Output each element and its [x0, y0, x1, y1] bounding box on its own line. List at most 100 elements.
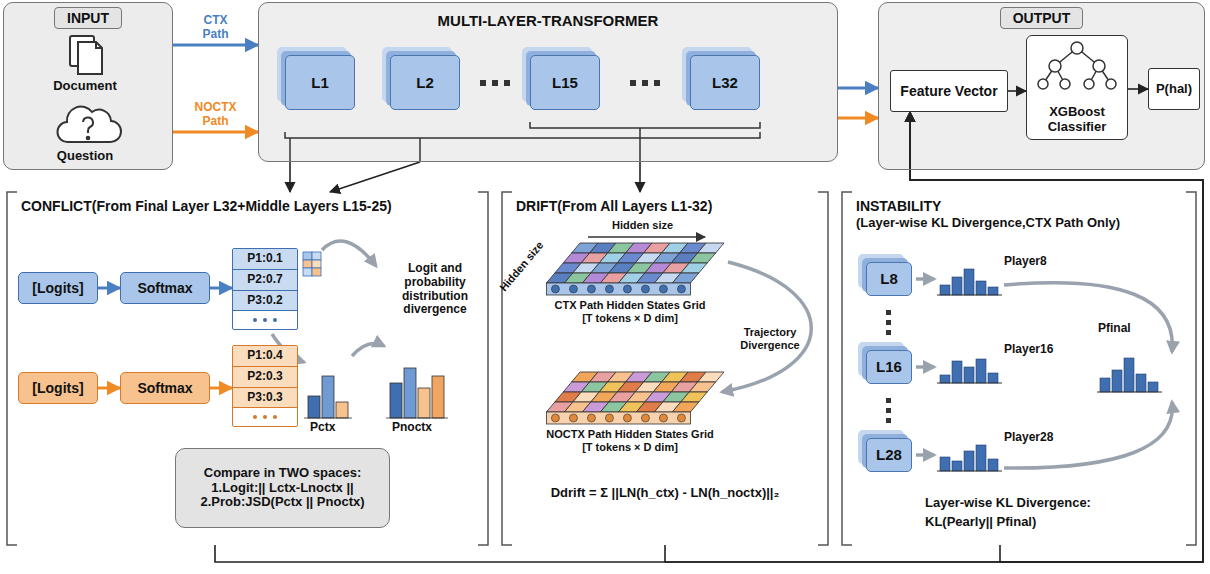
node-text: INSTABILITY	[856, 198, 941, 214]
softmax-box: Softmax	[120, 372, 210, 404]
node-text: 2.Prob:JSD(Pctx || Pnoctx)	[200, 495, 364, 510]
table-dots	[253, 415, 277, 419]
connector-arrow	[1008, 90, 1026, 92]
prob-table: P1:0.1P2:0.7P3:0.2	[232, 248, 298, 330]
annotation-label: [T tokens × D dim]	[582, 312, 678, 325]
question-icon	[57, 107, 121, 142]
section-bracket	[7, 192, 1196, 545]
connector-arrow	[210, 387, 232, 390]
node-text: L1	[311, 74, 329, 91]
connector-arrow	[1128, 88, 1148, 90]
document-icon	[70, 36, 102, 74]
connector-arrow	[98, 287, 120, 290]
edge-label: NOCTX Path	[191, 101, 241, 129]
node-text: MULTI-LAYER-TRANSFORMER	[438, 12, 659, 29]
edge-label: CTX Path	[191, 14, 241, 42]
node-text: (Layer-wise KL Divergence,CTX Path Only)	[856, 216, 1120, 231]
annotation-label: Hidden size	[498, 239, 547, 294]
connector-arrow	[173, 44, 258, 47]
size-arrow	[588, 236, 705, 238]
logits-box: [Logits]	[18, 372, 98, 404]
node-text: P3:0.2	[233, 291, 297, 312]
node-text: Document	[53, 79, 117, 94]
node-text: Softmax	[137, 380, 192, 396]
connector-arrow	[173, 131, 258, 134]
node-text: XGBoost Classifier	[1031, 105, 1123, 135]
small-arrow	[916, 279, 934, 455]
connector-arrow	[838, 117, 878, 120]
node-text: Question	[57, 149, 113, 164]
node-text: P2:0.3	[233, 367, 297, 388]
node-text: CONFLICT(From Final Layer L32+Middle Lay…	[21, 198, 392, 214]
compare-box: Compare in TWO spaces:1.Logit:|| Lctx-Ln…	[175, 448, 390, 528]
mini-grid	[303, 252, 321, 276]
node-text: P3:0.3	[233, 388, 297, 409]
node-text: Compare in TWO spaces:	[204, 466, 361, 481]
connector-arrow	[289, 162, 291, 192]
node-text: L2	[416, 74, 434, 91]
layer-box: L2	[390, 55, 460, 110]
kl-arrow	[1004, 283, 1172, 468]
tree-icon	[1038, 42, 1116, 89]
annotation-label: Pnoctx	[392, 421, 432, 435]
instability-section: INSTABILITY (Layer-wise KL Divergence,CTX…	[840, 192, 1198, 545]
annotation-label: Player8	[1004, 255, 1047, 269]
conflict-section: CONFLICT(From Final Layer L32+Middle Lay…	[5, 192, 490, 545]
node-text: P(hal)	[1156, 82, 1192, 97]
layer-box: L15	[530, 55, 600, 110]
input-panel: INPUTDocumentQuestion	[3, 2, 173, 170]
bar-chart	[386, 368, 448, 418]
question-item: Question	[35, 100, 135, 166]
panel-ground	[878, 2, 1205, 170]
annotation-label: Pfinal	[1098, 322, 1131, 336]
annotation-label: CTX Path Hidden States Grid	[555, 299, 706, 312]
annotation-label: KL(Pearly|| Pfinal)	[925, 515, 1036, 530]
transformer-panel: MULTI-LAYER-TRANSFORMER L1 L2 L15 L32	[258, 2, 838, 162]
node-text: [Logits]	[32, 280, 83, 296]
layer-box: L32	[690, 55, 760, 110]
document-item: Document	[35, 30, 135, 96]
node-text: DRIFT(From All Layers L1-32)	[516, 198, 712, 214]
layer-box: L1	[285, 55, 355, 110]
layer-bracket	[285, 122, 760, 162]
node-text: L32	[712, 74, 738, 91]
connector-arrow	[210, 287, 232, 290]
node-text: Softmax	[137, 280, 192, 296]
annotation-label: NOCTX Path Hidden States Grid	[546, 428, 713, 441]
classifier-box: XGBoost Classifier	[1026, 35, 1128, 140]
layer-bar-charts	[937, 269, 1162, 471]
hidden-state-grids	[546, 243, 724, 424]
softmax-box: Softmax	[120, 272, 210, 304]
connector-arrow	[330, 162, 420, 192]
prob-table: P1:0.4P2:0.3P3:0.3	[232, 345, 298, 427]
output-panel: OUTPUT Feature VectorXGBoost Classifier P(…	[878, 2, 1205, 170]
panel-ground	[3, 2, 173, 170]
panel-ground	[258, 2, 838, 162]
node-text: L16	[876, 358, 902, 375]
node-text: 1.Logit:|| Lctx-Lnoctx ||	[211, 481, 353, 496]
annotation-label: Player28	[1004, 431, 1053, 445]
node-text: P1:0.4	[233, 346, 297, 367]
annotation-label: Pctx	[310, 421, 335, 435]
feature-box: Feature Vector	[890, 70, 1008, 112]
node-text: Feature Vector	[900, 83, 997, 99]
annotation-label: [T tokens × D dim]	[582, 441, 678, 454]
annotation-label: Logit and probability distribution diver…	[386, 262, 484, 317]
connector-arrow	[910, 112, 1203, 562]
connector-arrow	[838, 87, 878, 90]
annotation-label: Player16	[1004, 343, 1053, 357]
trajectory-arrow	[722, 262, 811, 392]
layer-box: L28	[866, 438, 912, 472]
logits-box: [Logits]	[18, 272, 98, 304]
layer-box: L8	[866, 262, 912, 296]
annotation-label: Hidden size	[612, 219, 673, 232]
bar-chart	[304, 376, 352, 418]
node-text: [Logits]	[32, 380, 83, 396]
node-text: OUTPUT	[1000, 7, 1084, 29]
connector-arrow	[639, 162, 641, 192]
output-box: P(hal)	[1148, 68, 1200, 110]
panel-ground	[1026, 35, 1128, 140]
node-text: L28	[876, 446, 902, 463]
connector-arrow	[98, 387, 120, 390]
annotation-label: Ddrift = Σ ||LN(h_ctx) - LN(h_noctx)||₂	[551, 486, 780, 501]
